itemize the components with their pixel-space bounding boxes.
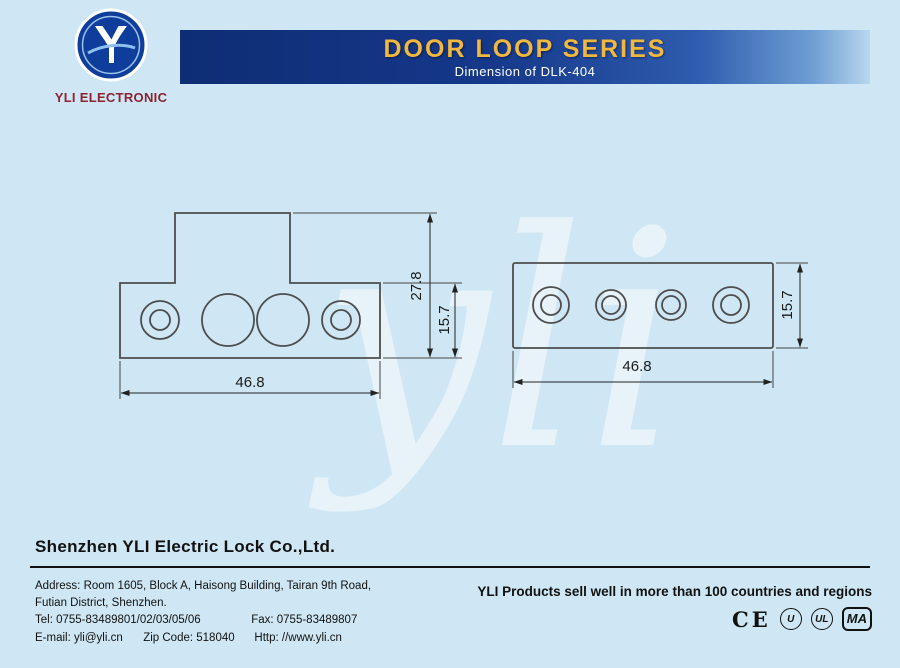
fax-text: Fax: 0755-83489807 (251, 614, 358, 626)
footer-divider (30, 566, 870, 568)
technical-drawing: yli 27.8 15.7 46.8 (119, 167, 808, 516)
email-text: E-mail: yli@yli.cn (35, 632, 123, 644)
dim-side-width: 46.8 (622, 358, 651, 375)
front-view: 27.8 15.7 46.8 (119, 212, 462, 399)
dim-side-height: 15.7 (779, 290, 796, 319)
tel-text: Tel: 0755-83489801/02/03/05/06 (35, 614, 201, 626)
slogan-text: YLI Products sell well in more than 100 … (477, 584, 872, 599)
side-view: 15.7 46.8 (512, 262, 808, 388)
cert-icons: CE U UL MA (732, 606, 872, 632)
yli-logo-icon (74, 8, 148, 82)
dim-front-total-height: 27.8 (408, 271, 425, 300)
brand-block: YLI ELECTRONIC (52, 6, 170, 105)
banner-title: DOOR LOOP SERIES (383, 35, 667, 63)
address-line-2: Futian District, Shenzhen. (35, 597, 167, 609)
cert-u-icon: U (779, 608, 802, 630)
zip-text: Zip Code: 518040 (143, 632, 235, 644)
dim-front-body-height: 15.7 (436, 305, 453, 334)
email-zip-http-line: E-mail: yli@yli.cn Zip Code: 518040 Http… (35, 632, 342, 644)
http-text: Http: //www.yli.cn (254, 632, 342, 644)
banner-subtitle: Dimension of DLK-404 (454, 64, 596, 79)
cert-ma-icon: MA (841, 607, 872, 631)
address-line-1: Address: Room 1605, Block A, Haisong Bui… (35, 580, 372, 592)
company-name: Shenzhen YLI Electric Lock Co.,Ltd. (35, 537, 336, 556)
watermark-yli: yli (306, 167, 681, 516)
dim-front-width: 46.8 (235, 374, 264, 391)
title-banner: DOOR LOOP SERIES Dimension of DLK-404 (180, 30, 870, 84)
cert-ul-icon: UL (810, 608, 833, 630)
brand-name: YLI ELECTRONIC (54, 90, 168, 105)
cert-ce-icon: CE (732, 606, 771, 632)
tel-fax-line: Tel: 0755-83489801/02/03/05/06 Fax: 0755… (35, 614, 357, 626)
